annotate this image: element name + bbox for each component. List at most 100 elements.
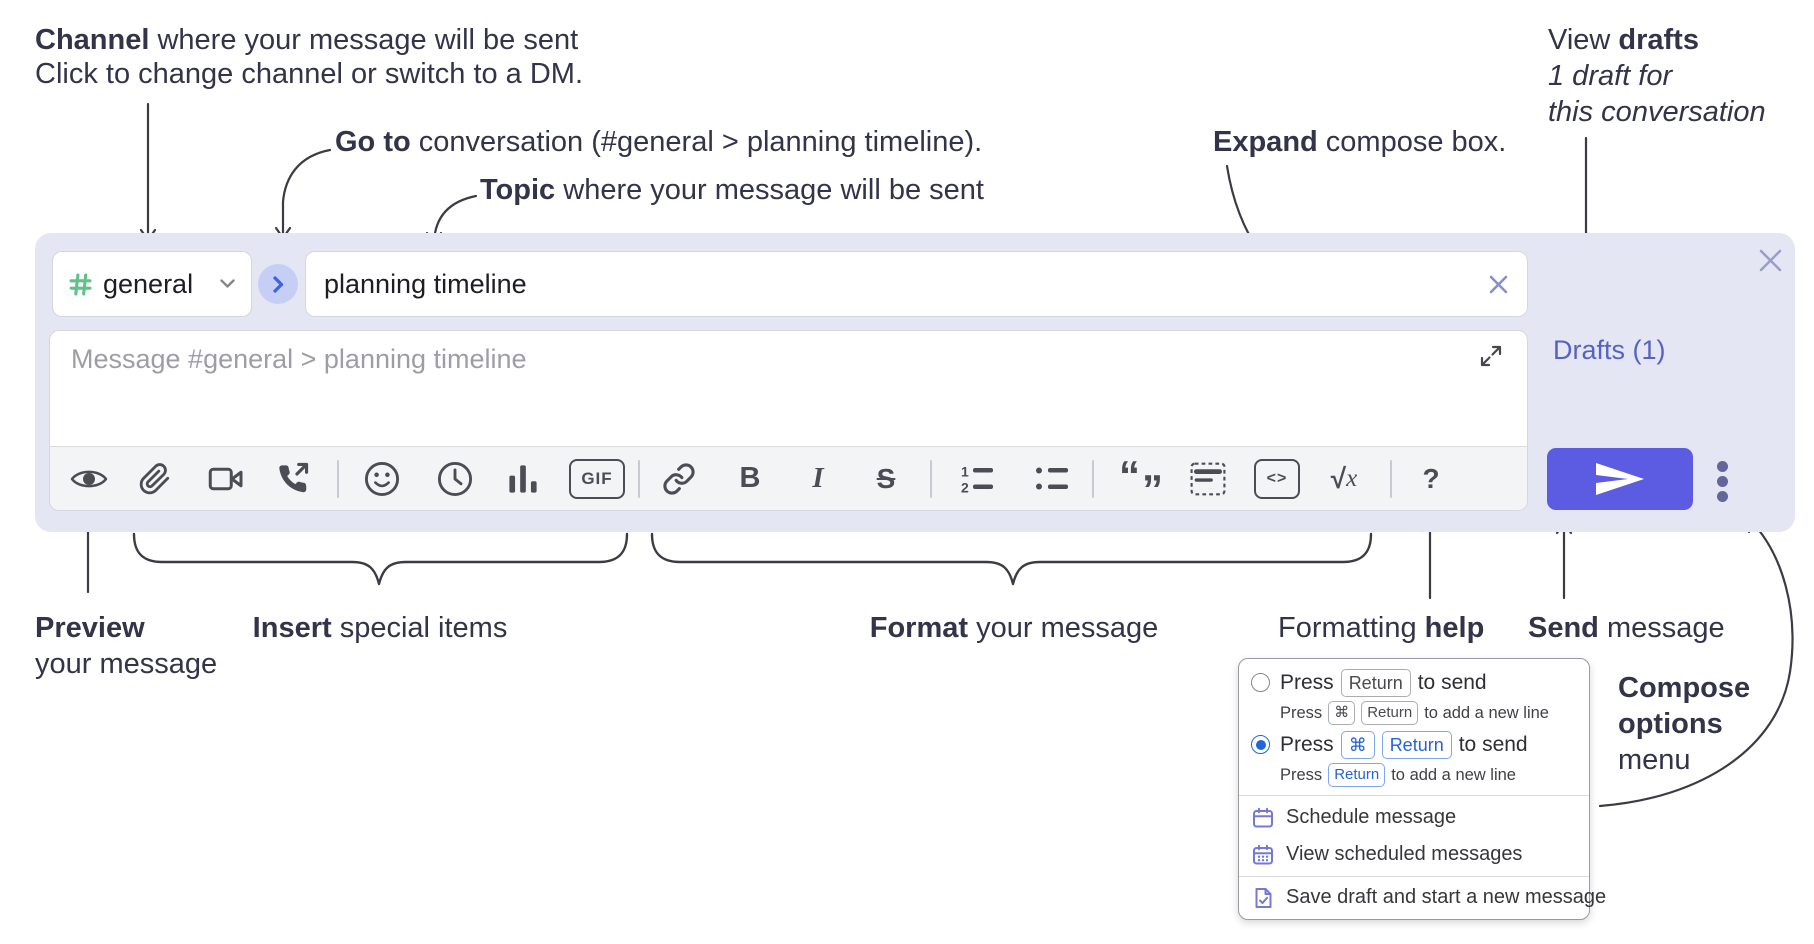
format-annotation: Format your message xyxy=(870,610,1159,646)
view-drafts-pre: View xyxy=(1548,24,1619,56)
menu-option-return-to-send[interactable]: Press Return to send Press ⌘ Return to a… xyxy=(1239,659,1589,727)
menu-item-save-draft[interactable]: Save draft and start a new message xyxy=(1239,877,1606,919)
goto-annotation-bold: Go to xyxy=(335,126,411,158)
option1-sub-text: to add a new line xyxy=(1424,703,1549,722)
return-key: Return xyxy=(1340,669,1411,697)
formatting-help-arrow xyxy=(1421,519,1439,600)
return-key: Return xyxy=(1381,731,1452,759)
cmd-key: ⌘ xyxy=(1328,701,1356,725)
send-annotation-bold: Send xyxy=(1528,612,1599,644)
svg-text:2: 2 xyxy=(961,479,969,494)
topic-value: planning timeline xyxy=(324,268,527,299)
numbered-list-icon: 1 2 xyxy=(961,464,993,494)
toolbar-divider xyxy=(1390,459,1392,498)
topic-annotation-bold: Topic xyxy=(480,174,556,206)
time-mention-button[interactable] xyxy=(433,457,477,501)
compose-options-bold2: options xyxy=(1618,708,1723,740)
svg-text:1: 1 xyxy=(961,464,969,480)
radio-unselected[interactable] xyxy=(1251,673,1270,692)
preview-button[interactable] xyxy=(67,457,111,501)
insert-annotation-bold: Insert xyxy=(252,612,332,644)
italic-button[interactable]: I xyxy=(796,457,840,501)
close-compose-button[interactable] xyxy=(1756,246,1784,274)
option2-to-send: to send xyxy=(1458,733,1528,756)
numbered-list-button[interactable]: 1 2 xyxy=(955,457,999,501)
toolbar-divider xyxy=(337,459,339,498)
spoiler-button[interactable] xyxy=(1186,457,1230,501)
video-camera-icon xyxy=(208,467,243,490)
goto-annotation-rest: conversation (#general > planning timeli… xyxy=(410,126,983,158)
bold-button[interactable]: B xyxy=(728,457,772,501)
topic-annotation-rest: where your message will be sent xyxy=(555,174,984,206)
topic-input[interactable]: planning timeline xyxy=(305,251,1528,317)
bold-icon: B xyxy=(739,462,761,494)
format-brace xyxy=(650,532,1373,586)
goto-annotation: Go to conversation (#general > planning … xyxy=(335,124,982,160)
return-key: Return xyxy=(1361,701,1419,725)
question-mark-icon: ? xyxy=(1422,462,1440,494)
bulleted-list-icon xyxy=(1036,467,1068,489)
channel-selector[interactable]: general xyxy=(52,251,252,317)
formatting-help-button[interactable]: ? xyxy=(1409,457,1453,501)
menu-item-view-scheduled[interactable]: View scheduled messages xyxy=(1239,836,1589,876)
expand-compose-button[interactable] xyxy=(1479,344,1505,370)
message-compose-area: Message #general > planning timeline xyxy=(49,330,1528,511)
toolbar-divider xyxy=(638,459,640,498)
draft-file-check-icon xyxy=(1255,887,1272,908)
ellipsis-dot xyxy=(1717,476,1728,487)
attach-file-button[interactable] xyxy=(133,457,177,501)
menu-item-label: View scheduled messages xyxy=(1286,843,1523,865)
video-call-button[interactable] xyxy=(204,457,248,501)
go-to-conversation-button[interactable] xyxy=(258,264,298,304)
return-key: Return xyxy=(1328,763,1386,787)
code-icon: <> xyxy=(1254,458,1300,499)
option2-sub-text: to add a new line xyxy=(1391,765,1516,784)
clear-topic-icon[interactable] xyxy=(1488,274,1509,295)
insert-annotation: Insert special items xyxy=(253,610,508,646)
menu-divider xyxy=(1239,795,1589,796)
send-arrow xyxy=(1555,521,1573,600)
gif-button[interactable]: GIF xyxy=(569,457,625,501)
strikethrough-button[interactable]: S xyxy=(864,457,908,501)
insert-annotation-rest: special items xyxy=(331,612,508,644)
compose-options-menu-button[interactable] xyxy=(1717,461,1728,502)
phone-outgoing-icon xyxy=(279,462,309,492)
smiley-icon xyxy=(364,461,400,496)
calendar-icon xyxy=(1253,807,1273,827)
topic-annotation: Topic where your message will be sent xyxy=(480,172,984,208)
preview-annotation-bold: Preview xyxy=(35,612,145,644)
link-icon xyxy=(663,462,695,495)
menu-option-cmd-return-to-send[interactable]: Press ⌘ Return to send Press Return to a… xyxy=(1239,727,1589,795)
quote-button[interactable]: “ ” xyxy=(1119,454,1163,510)
send-button[interactable] xyxy=(1547,448,1693,510)
math-button[interactable]: √x xyxy=(1319,457,1369,501)
format-annotation-bold: Format xyxy=(869,612,969,644)
voice-call-button[interactable] xyxy=(270,457,314,501)
formatting-help-annotation: Formatting help xyxy=(1278,610,1484,646)
menu-item-label: Schedule message xyxy=(1286,806,1457,828)
channel-arrow xyxy=(139,102,157,242)
option1-press: Press xyxy=(1280,671,1334,694)
view-drafts-bold: drafts xyxy=(1618,24,1699,56)
radio-selected[interactable] xyxy=(1251,735,1270,754)
link-button[interactable] xyxy=(657,457,701,501)
option2-sub-press: Press xyxy=(1280,765,1323,784)
message-textarea[interactable]: Message #general > planning timeline xyxy=(50,331,1527,448)
poll-button[interactable] xyxy=(501,457,545,501)
drafts-link[interactable]: Drafts (1) xyxy=(1553,335,1666,365)
italic-icon: I xyxy=(812,462,824,494)
code-button[interactable]: <> xyxy=(1254,457,1300,501)
toolbar-divider xyxy=(1092,459,1094,498)
bulleted-list-button[interactable] xyxy=(1030,457,1074,501)
menu-item-schedule-message[interactable]: Schedule message xyxy=(1239,796,1589,836)
ellipsis-dot xyxy=(1717,461,1728,472)
chevron-right-icon xyxy=(272,275,283,293)
compose-toolbar: GIF B I S xyxy=(50,446,1527,510)
menu-divider xyxy=(1239,876,1589,877)
channel-annotation-subtext: Click to change channel or switch to a D… xyxy=(35,58,584,90)
emoji-button[interactable] xyxy=(360,457,404,501)
math-icon: √x xyxy=(1330,462,1358,494)
expand-icon xyxy=(1480,345,1502,367)
compose-options-bold1: Compose xyxy=(1618,672,1751,704)
